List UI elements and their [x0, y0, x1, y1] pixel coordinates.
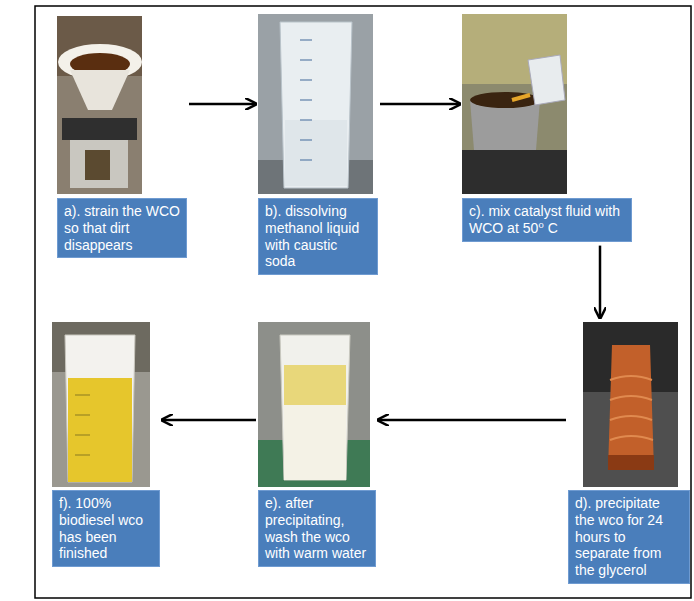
- photo-straining: [57, 16, 142, 194]
- process-step: e). after precipitating, wash the wco wi…: [258, 322, 376, 567]
- step-text: b). dissolving methanol liquid with caus…: [265, 203, 371, 270]
- flow-arrow: [162, 419, 256, 422]
- photo-methanol-jug: [258, 14, 373, 194]
- flow-arrow: [599, 246, 602, 318]
- flow-arrow: [189, 103, 256, 106]
- caption-box: f). 100% biodiesel wco has been finished: [52, 490, 160, 567]
- process-step: b). dissolving methanol liquid with caus…: [258, 14, 378, 275]
- process-step: d). precipitate the wco for 24 hours to …: [568, 322, 690, 584]
- step-text: a). strain the WCO so that dirt disappea…: [64, 203, 180, 253]
- photo-washing-beaker: [258, 322, 370, 487]
- caption-box: d). precipitate the wco for 24 hours to …: [568, 490, 690, 584]
- caption-box: e). after precipitating, wash the wco wi…: [258, 490, 376, 567]
- step-text: d). precipitate the wco for 24 hours to …: [575, 495, 683, 579]
- caption-box: b). dissolving methanol liquid with caus…: [258, 198, 378, 275]
- step-text: f). 100% biodiesel wco has been finished: [59, 495, 153, 562]
- flow-arrow: [380, 103, 460, 106]
- flow-arrow: [378, 419, 566, 422]
- outer-frame: [35, 6, 691, 598]
- caption-box: a). strain the WCO so that dirt disappea…: [57, 198, 187, 258]
- process-step: c). mix catalyst fluid with WCO at 50⁰ C: [462, 14, 632, 242]
- caption-box: c). mix catalyst fluid with WCO at 50⁰ C: [462, 198, 632, 242]
- process-step: f). 100% biodiesel wco has been finished: [52, 322, 160, 567]
- photo-mixing-pot: [462, 14, 567, 194]
- photo-settling-bottle: [583, 322, 678, 487]
- step-text: e). after precipitating, wash the wco wi…: [265, 495, 369, 562]
- process-step: a). strain the WCO so that dirt disappea…: [57, 16, 187, 258]
- photo-finished-biodiesel: [52, 322, 150, 487]
- step-text: c). mix catalyst fluid with WCO at 50⁰ C: [469, 203, 625, 237]
